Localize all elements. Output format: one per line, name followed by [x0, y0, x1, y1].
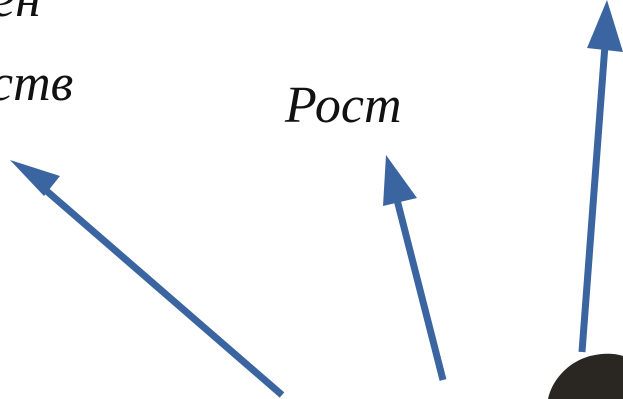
photo-fragment	[548, 353, 623, 399]
arrow-to-left-label	[10, 160, 285, 398]
label-top-left-line2: ств	[0, 55, 74, 112]
label-center: Рост	[285, 77, 402, 134]
label-top-left-line1: ен	[0, 0, 41, 26]
arrow-to-right-offscreen	[578, 0, 623, 353]
arrow-to-center-label	[383, 155, 447, 381]
